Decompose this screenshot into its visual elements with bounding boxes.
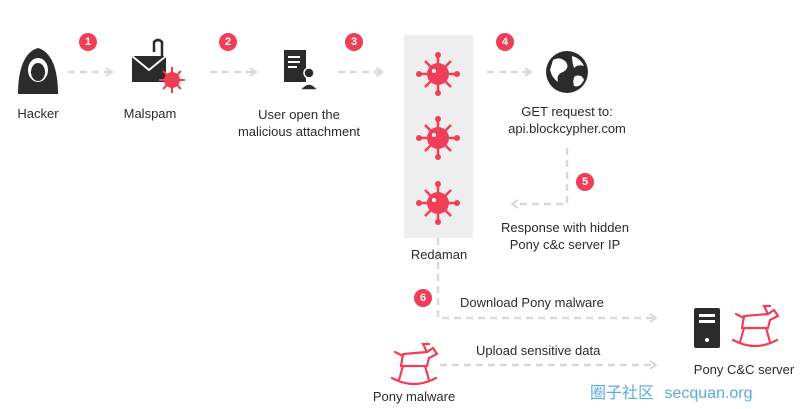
download-label: Download Pony malware — [460, 295, 604, 310]
step-badge-3: 3 — [345, 33, 363, 51]
user-open-line1: User open the — [258, 107, 340, 122]
redaman-label: Redaman — [410, 247, 468, 262]
pony-malware-label: Pony malware — [372, 389, 456, 404]
user-open-label: User open the malicious attachment — [226, 106, 372, 140]
step-badge-2: 2 — [219, 33, 237, 51]
response-line2: Pony c&c server IP — [509, 237, 621, 252]
email-attachment-virus-icon — [131, 38, 185, 93]
upload-label: Upload sensitive data — [476, 343, 601, 358]
rocking-horse-icon — [390, 342, 439, 386]
virus-icon — [416, 52, 460, 96]
hooded-hacker-icon — [18, 48, 58, 94]
watermark: 圈子社区 secquan.org — [590, 379, 753, 403]
watermark-chinese: 圈子社区 — [590, 385, 655, 402]
response-label: Response with hidden Pony c&c server IP — [490, 219, 640, 253]
virus-icon — [416, 181, 460, 225]
malspam-label: Malspam — [123, 106, 177, 121]
globe-icon — [546, 51, 588, 93]
arrow-5 — [510, 148, 569, 209]
step-badge-6: 6 — [414, 289, 432, 307]
get-request-label: GET request to: api.blockcypher.com — [497, 103, 637, 137]
step-badge-4: 4 — [496, 33, 514, 51]
response-line1: Response with hidden — [501, 220, 629, 235]
get-request-line2: api.blockcypher.com — [508, 121, 626, 136]
arrow-6 — [436, 238, 658, 323]
watermark-domain: secquan.org — [664, 385, 753, 402]
rocking-horse-icon — [731, 304, 780, 348]
step-badge-5: 5 — [576, 173, 594, 191]
redaman-panel — [404, 35, 473, 238]
virus-icon — [416, 116, 460, 160]
user-open-line2: malicious attachment — [237, 124, 361, 139]
pony-server-label: Pony C&C server — [693, 362, 795, 377]
server-icon — [694, 308, 720, 348]
document-user-icon — [284, 50, 320, 91]
get-request-line1: GET request to: — [521, 104, 613, 119]
redaman-virus-group — [416, 52, 460, 225]
step-badge-1: 1 — [79, 33, 97, 51]
hacker-label: Hacker — [17, 106, 59, 121]
